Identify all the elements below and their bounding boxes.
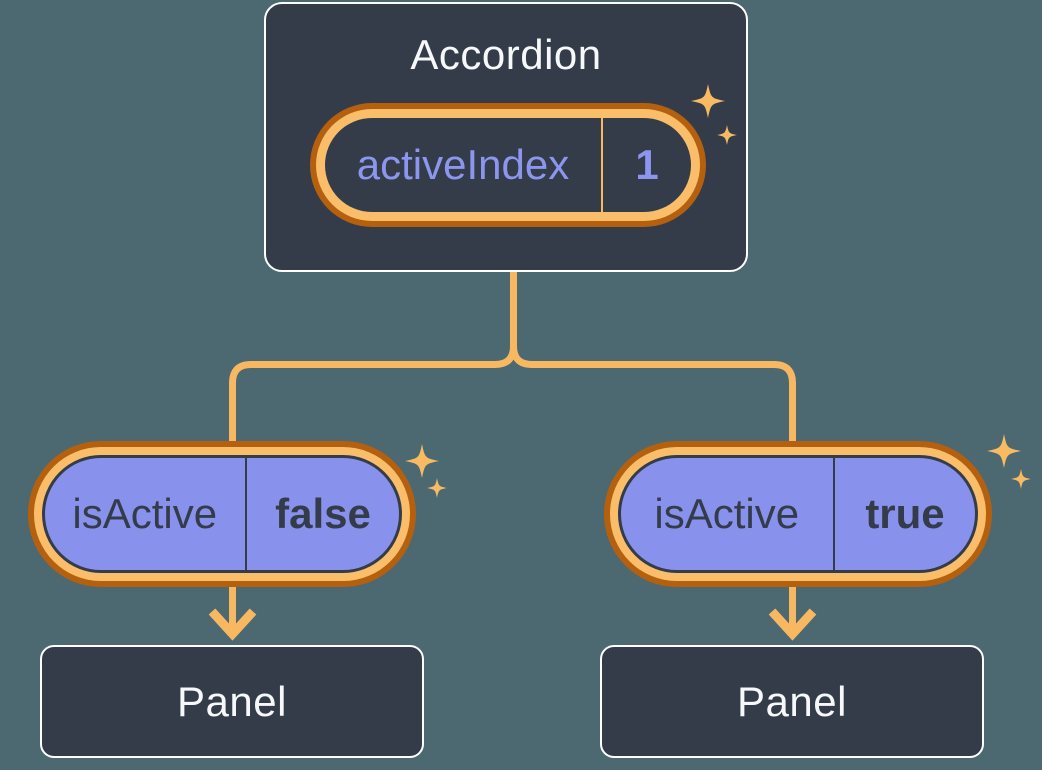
state-name: activeIndex xyxy=(356,141,570,188)
pill-divider xyxy=(832,458,835,570)
prop-value: true xyxy=(865,490,945,537)
panel-title: Panel xyxy=(737,677,847,725)
sparkles-icon xyxy=(405,444,447,498)
connector-left-branch xyxy=(229,269,517,452)
prop-name: isActive xyxy=(654,490,800,537)
pill-divider xyxy=(244,458,247,570)
state-pill: activeIndex 1 xyxy=(325,118,691,212)
pill-divider xyxy=(601,118,603,212)
state-value: 1 xyxy=(635,141,659,188)
arrow-down-icon xyxy=(768,608,817,641)
prop-pill-left: isActive false xyxy=(42,455,402,573)
sparkles-icon xyxy=(987,434,1031,489)
panel-box-left: Panel xyxy=(40,645,424,758)
panel-box-right: Panel xyxy=(600,645,984,758)
prop-pill-right: isActive true xyxy=(618,455,978,573)
prop-name: isActive xyxy=(72,490,218,537)
panel-title: Panel xyxy=(177,677,287,725)
prop-value: false xyxy=(275,490,371,537)
accordion-title: Accordion xyxy=(410,31,602,78)
connector-right-branch xyxy=(510,269,796,452)
arrow-down-icon xyxy=(208,608,257,641)
